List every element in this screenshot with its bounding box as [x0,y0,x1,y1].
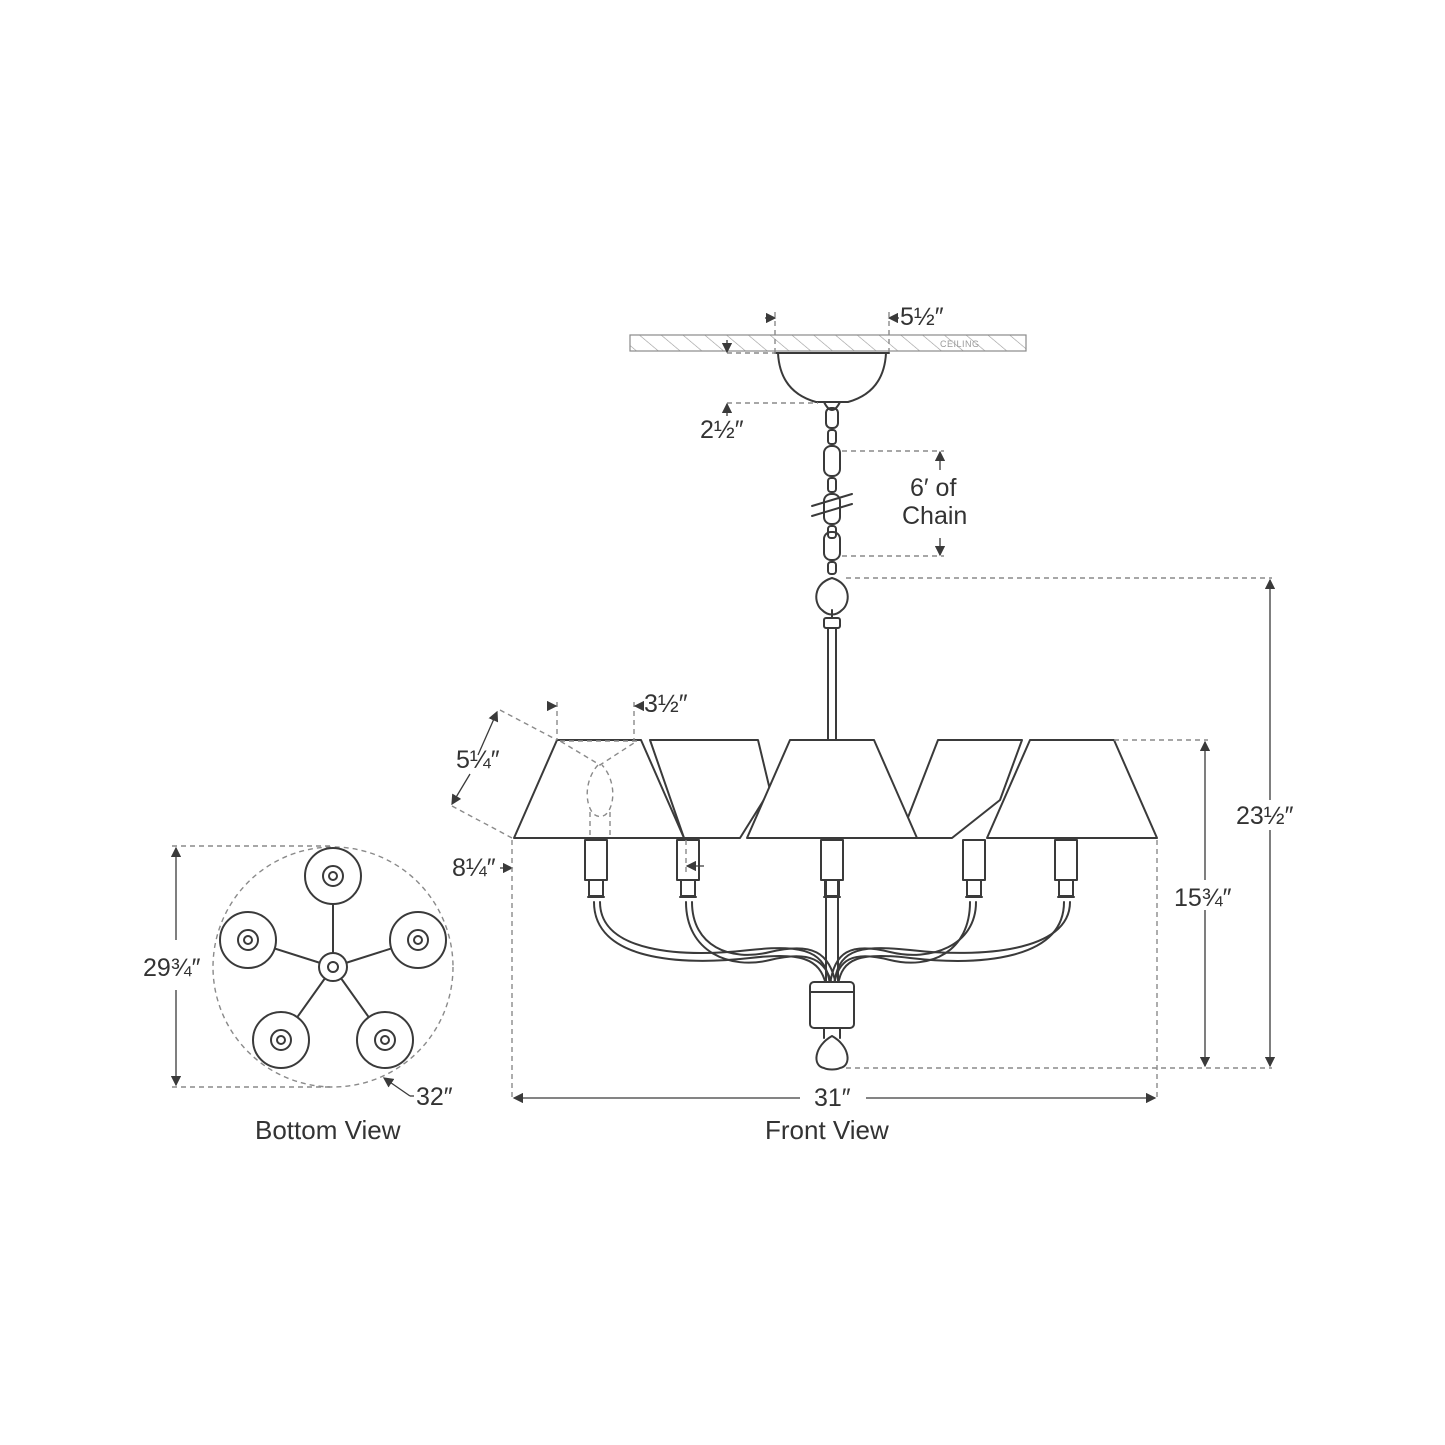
bottom-shade-left [219,911,277,969]
bottom-shade-top [304,847,362,905]
label-shade-slant: 5¼″ [456,746,500,774]
bottom-shade-lower-left [252,1011,310,1069]
dim-overall-height: 23½″ [846,577,1294,1069]
label-bottom-depth: 29¾″ [143,954,201,982]
label-chain-line2: Chain [902,502,967,530]
label-overall-height: 23½″ [1236,802,1294,830]
ceiling: CEILING [629,334,1027,352]
label-canopy-height: 2½″ [700,416,744,444]
label-shade-drop: 8¼″ [452,854,496,882]
shade-5 [986,739,1158,839]
bottom-view-caption: Bottom View [255,1115,401,1145]
label-chain-line1: 6′ of [910,474,956,502]
bottom-view [212,846,454,1088]
shade-2 [649,739,771,839]
bottom-shade-lower-right [356,1011,414,1069]
shade-3 [746,739,918,839]
dim-body-height: 15¾″ [1114,739,1232,1068]
dim-canopy-height: 2½″ [700,340,818,444]
label-front-width: 31″ [814,1084,851,1112]
dim-shade-top: 3½″ [546,690,688,740]
ceiling-label: CEILING [940,339,980,349]
canopy [774,352,890,411]
arms [593,879,1071,986]
label-shade-top: 3½″ [644,690,688,718]
center-stem [823,617,841,743]
dim-shade-slant: 5¼″ [451,709,558,839]
dim-front-width: 31″ [511,840,1158,1112]
dim-socket-inset: 8¼″ [452,840,704,882]
bottom-finial [809,981,855,1071]
label-bottom-diameter: 32″ [416,1083,453,1111]
dim-canopy-diameter: 5½″ [765,303,944,352]
dim-chain-length: 6′ of Chain [842,450,967,557]
top-loop [815,577,849,619]
label-body-height: 15¾″ [1174,884,1232,912]
shade-1 [513,739,685,839]
lamp-shades [513,739,1158,839]
candle-sockets [584,839,1078,898]
dim-bottom-depth: 29¾″ [143,845,333,1088]
front-view-caption: Front View [765,1115,889,1145]
dim-bottom-diameter: 32″ [382,1077,453,1111]
chain [811,407,853,575]
bottom-shade-right [389,911,447,969]
label-canopy-diameter: 5½″ [900,303,944,331]
